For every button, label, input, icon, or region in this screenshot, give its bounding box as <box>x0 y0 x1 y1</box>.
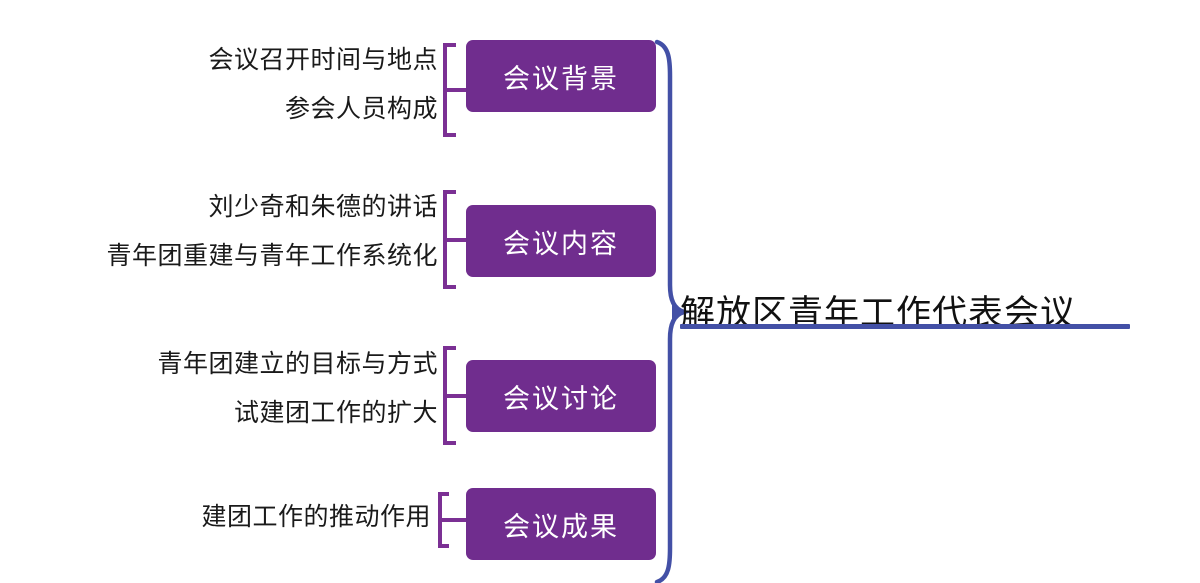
leaf-label: 建团工作的推动作用 <box>201 502 431 531</box>
bracket-group-4 <box>438 492 466 548</box>
branch-node-4[interactable]: 会议成果 <box>466 488 656 560</box>
branch-node-3[interactable]: 会议讨论 <box>466 360 656 432</box>
bracket-group-1 <box>443 43 466 137</box>
root-underline <box>680 324 1130 329</box>
branch-node-label: 会议内容 <box>503 228 619 260</box>
leaf-label: 刘少奇和朱德的讲话 <box>208 192 438 221</box>
leaf-label: 青年团重建与青年工作系统化 <box>106 241 438 270</box>
leaf-label: 青年团建立的目标与方式 <box>157 349 438 378</box>
bracket-group-2 <box>443 190 466 289</box>
branch-node-2[interactable]: 会议内容 <box>466 205 656 277</box>
branch-node-label: 会议讨论 <box>503 383 619 415</box>
branch-node-1[interactable]: 会议背景 <box>466 40 656 112</box>
bracket-group-3 <box>443 346 466 445</box>
leaf-label: 会议召开时间与地点 <box>208 45 438 74</box>
leaf-label: 参会人员构成 <box>284 94 438 123</box>
branch-node-label: 会议背景 <box>503 63 619 95</box>
branch-node-label: 会议成果 <box>503 511 619 543</box>
leaf-label: 试建团工作的扩大 <box>233 398 438 427</box>
